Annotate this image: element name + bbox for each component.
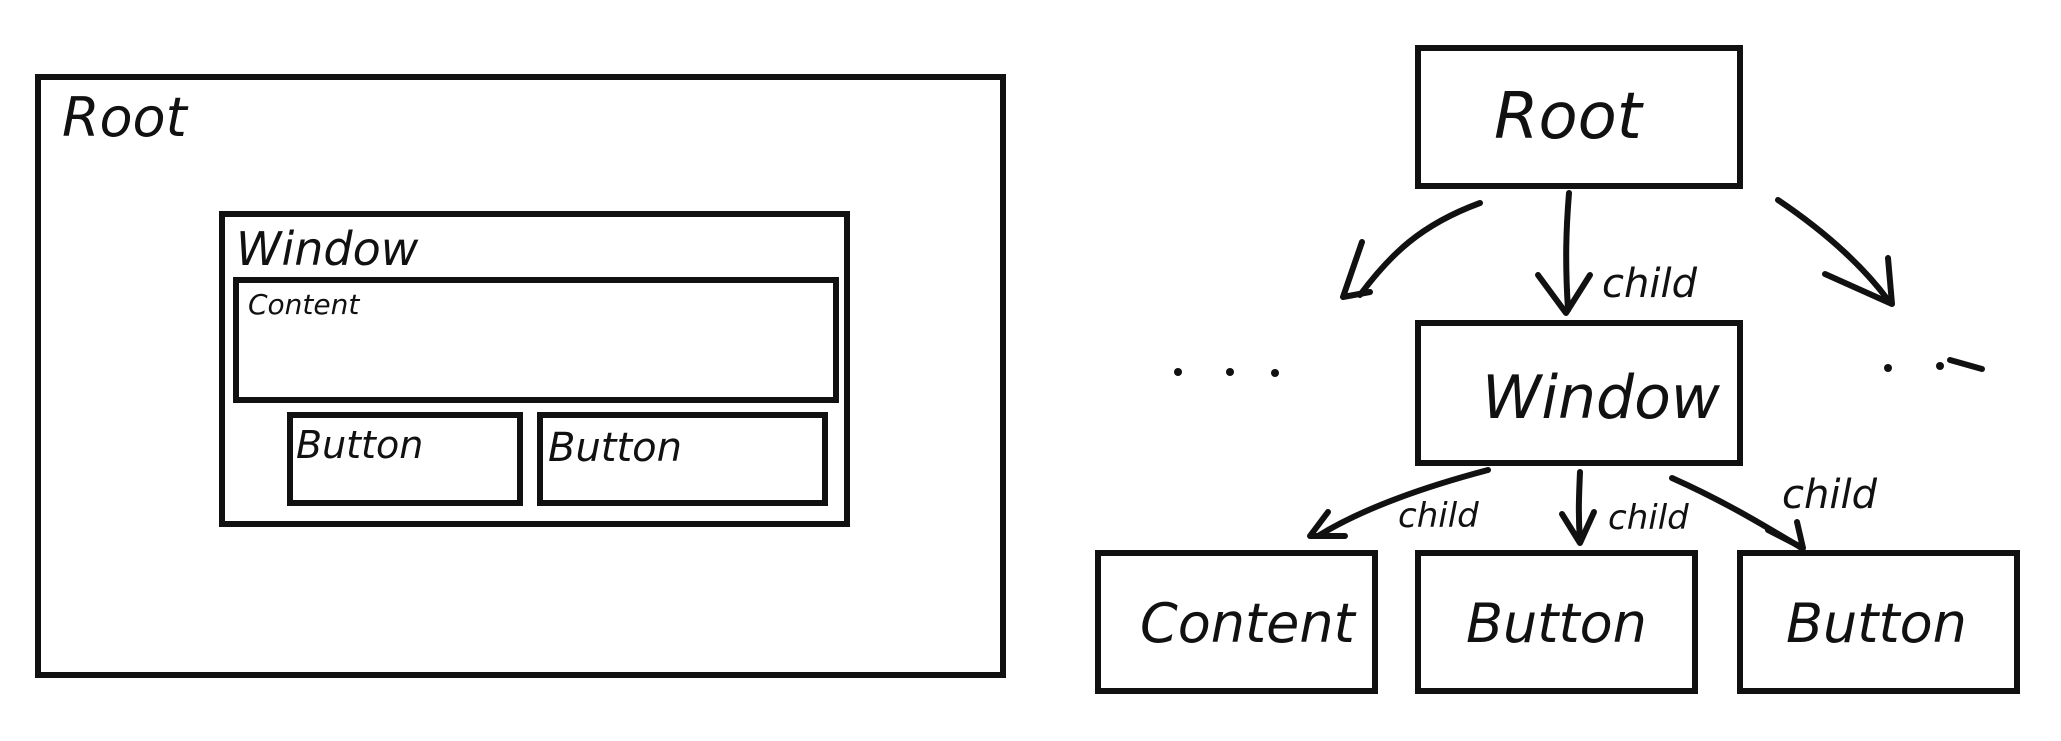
layout-window-label: Window bbox=[236, 222, 419, 276]
tree-arrowhead-window-button1 bbox=[1559, 509, 1597, 546]
layout-content-label: Content bbox=[248, 288, 360, 321]
tree-button-node-2 bbox=[1737, 550, 2020, 694]
tree-edge-label-root-window: child bbox=[1602, 261, 1698, 307]
layout-root-label: Root bbox=[62, 86, 189, 149]
tree-arrowhead-root-right bbox=[1822, 255, 1895, 307]
tree-ellipsis-left bbox=[1174, 368, 1279, 377]
tree-ellipsis-right bbox=[1884, 357, 1985, 372]
tree-edge-root-left bbox=[1357, 200, 1483, 298]
tree-edge-window-content bbox=[1315, 467, 1491, 539]
layout-content-box bbox=[233, 277, 839, 403]
tree-edge-root-right bbox=[1775, 197, 1891, 303]
tree-content-label: Content bbox=[1140, 592, 1357, 655]
tree-content-node bbox=[1095, 550, 1378, 694]
tree-button-node-1 bbox=[1415, 550, 1698, 694]
tree-button-label-2: Button bbox=[1786, 592, 1967, 655]
tree-edge-label-window-button1: child bbox=[1608, 498, 1689, 538]
tree-edge-label-window-button2: child bbox=[1782, 472, 1878, 518]
tree-diagram: Root Window Content Button Button child bbox=[1095, 45, 2020, 694]
tree-arrowhead-root-left bbox=[1340, 239, 1373, 300]
layout-button-box-2 bbox=[537, 412, 828, 506]
tree-edge-window-button1 bbox=[1575, 469, 1583, 543]
tree-window-label: Window bbox=[1482, 363, 1721, 433]
tree-button-label-1: Button bbox=[1466, 592, 1647, 655]
layout-button-box-1 bbox=[287, 412, 523, 506]
tree-arrowhead-window-button2 bbox=[1765, 519, 1806, 551]
tree-root-node bbox=[1415, 45, 1743, 189]
tree-arrowhead-root-window bbox=[1535, 272, 1593, 316]
tree-edge-label-window-content: child bbox=[1398, 496, 1479, 536]
tree-arrowhead-window-content bbox=[1307, 509, 1348, 539]
layout-sketch: Root Window Content Button Button bbox=[35, 74, 1006, 678]
tree-root-label: Root bbox=[1494, 80, 1645, 154]
tree-edge-root-window bbox=[1563, 190, 1572, 313]
layout-button-label-2: Button bbox=[548, 425, 682, 471]
tree-window-node bbox=[1415, 320, 1743, 466]
layout-button-label-1: Button bbox=[296, 423, 423, 467]
